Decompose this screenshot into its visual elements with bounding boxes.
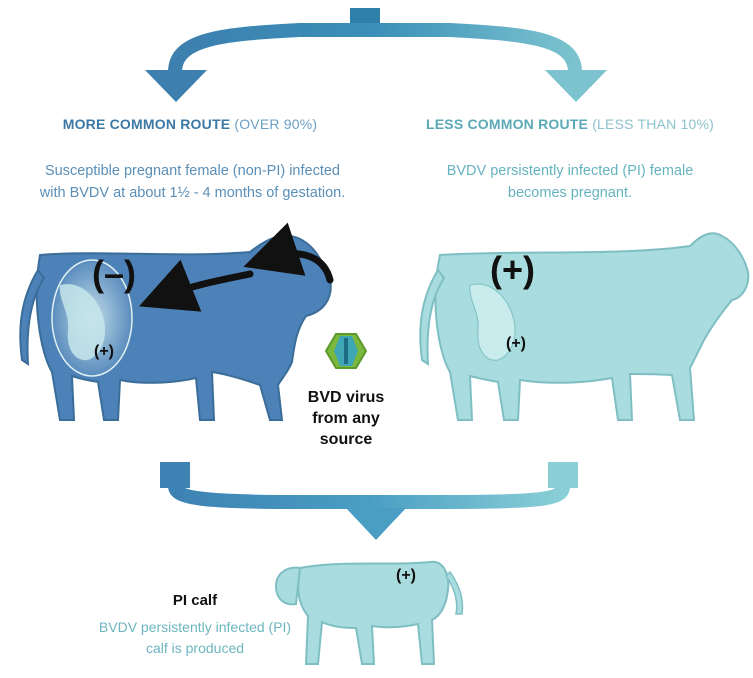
right-route-percent: (LESS THAN 10%) bbox=[592, 116, 714, 132]
right-route-title: LESS COMMON ROUTE (LESS THAN 10%) bbox=[420, 116, 720, 132]
virus-label-line1: BVD virus bbox=[290, 387, 402, 408]
calf-positive-symbol: (+) bbox=[396, 567, 416, 584]
right-desc-line2: becomes pregnant. bbox=[420, 182, 720, 204]
right-route-name: LESS COMMON ROUTE bbox=[426, 116, 588, 132]
left-route-percent: (OVER 90%) bbox=[234, 116, 317, 132]
calf-desc-line1: BVDV persistently infected (PI) bbox=[70, 617, 320, 638]
virus-label-line3: source bbox=[290, 429, 402, 450]
top-split-arrow bbox=[145, 8, 607, 102]
left-desc-line2: with BVDV at about 1½ - 4 months of gest… bbox=[20, 182, 365, 204]
negative-symbol: (–) bbox=[92, 253, 136, 294]
pi-pregnant-cow: (+) (+) bbox=[420, 233, 748, 420]
calf-title: PI calf bbox=[140, 592, 250, 609]
right-route-description: BVDV persistently infected (PI) female b… bbox=[420, 160, 720, 204]
left-route-title: MORE COMMON ROUTE (OVER 90%) bbox=[40, 116, 340, 132]
left-route-name: MORE COMMON ROUTE bbox=[63, 116, 231, 132]
calf-description: BVDV persistently infected (PI) calf is … bbox=[70, 617, 320, 659]
left-route-description: Susceptible pregnant female (non-PI) inf… bbox=[20, 160, 365, 204]
right-desc-line1: BVDV persistently infected (PI) female bbox=[420, 160, 720, 182]
virus-label: BVD virus from any source bbox=[290, 387, 402, 450]
fetus-positive-symbol: (+) bbox=[94, 343, 114, 360]
positive-symbol: (+) bbox=[490, 249, 535, 290]
virus-label-line2: from any bbox=[290, 408, 402, 429]
left-desc-line1: Susceptible pregnant female (non-PI) inf… bbox=[20, 160, 365, 182]
bottom-merge-arrow bbox=[160, 462, 578, 540]
calf-desc-line2: calf is produced bbox=[70, 638, 320, 659]
fetus-positive-symbol-right: (+) bbox=[506, 335, 526, 352]
infected-pregnant-cow: (–) (+) bbox=[20, 236, 331, 420]
virus-hexagon-icon bbox=[326, 334, 366, 368]
